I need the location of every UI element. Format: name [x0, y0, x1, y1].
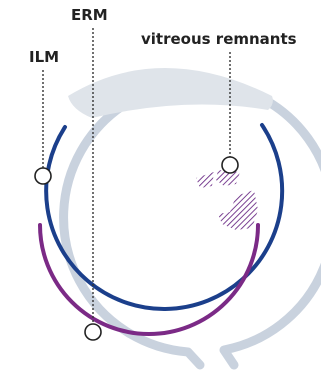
erm-marker-icon — [85, 324, 101, 340]
vitreous-remnant-1 — [196, 172, 214, 188]
vitreous-remnant-3 — [218, 190, 258, 230]
vitreous-remnants-label: vitreous remnants — [141, 30, 297, 48]
ilm-label: ILM — [29, 48, 59, 66]
erm-label: ERM — [71, 6, 108, 24]
lens-region — [68, 68, 273, 118]
erm-line — [40, 225, 258, 334]
vitreous-marker-icon — [222, 157, 238, 173]
ilm-marker-icon — [35, 168, 51, 184]
